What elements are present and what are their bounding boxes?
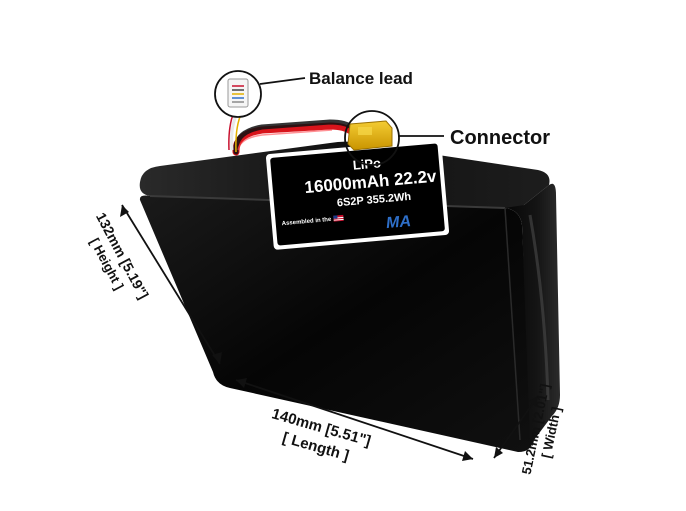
balance-lead-callout: Balance lead [214, 69, 413, 118]
length-dimension-line [235, 379, 474, 460]
balance-lead-pointer-line [259, 77, 306, 85]
connector-label: Connector [450, 127, 550, 149]
connector-zoom-circle [344, 110, 400, 166]
balance-lead-label: Balance lead [309, 69, 413, 88]
width-dimension-line [493, 395, 539, 459]
connector-callout: Connector [344, 110, 550, 166]
xt-connector-icon [347, 120, 393, 151]
battery-label: LiPo 16000mAh 22.2v 6S2P 355.2Wh Assembl… [266, 139, 450, 250]
label-background [270, 143, 445, 246]
label-assembled: Assembled in the [282, 217, 333, 227]
us-flag-icon [333, 214, 344, 222]
brand-logo: MA [385, 213, 411, 232]
height-dimension-line [121, 204, 221, 365]
battery-front-face [139, 195, 533, 452]
